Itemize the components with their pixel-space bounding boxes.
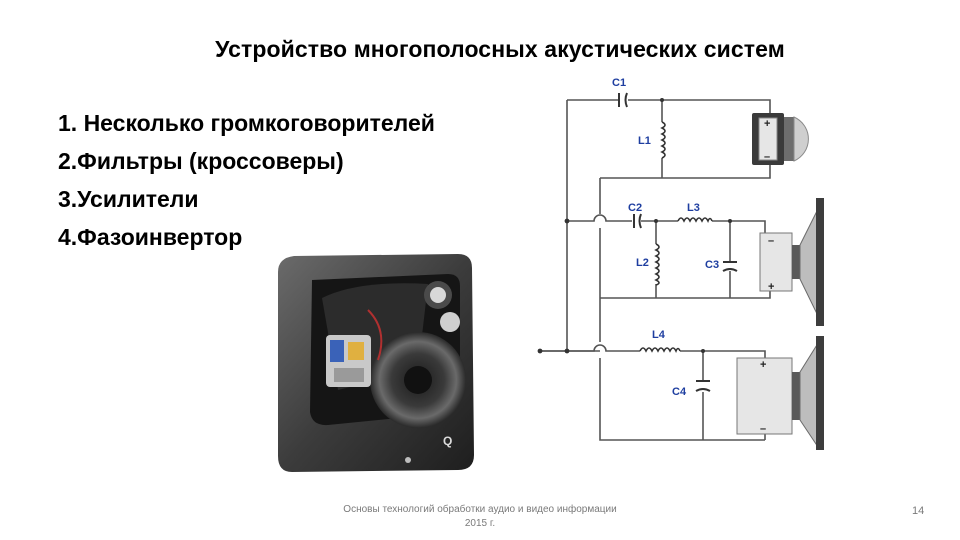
label-c3: C3 (705, 259, 719, 271)
terminal-plus: + (768, 281, 774, 293)
capacitor-symbols (618, 92, 738, 392)
list-item: 2.Фильтры (кроссоверы) (58, 148, 344, 174)
page-number: 14 (912, 505, 925, 517)
terminal-plus: + (764, 118, 770, 130)
slide-title: Устройство многополосных акустических си… (215, 36, 785, 62)
crossover-schematic: C1 L1 C2 L3 L2 C3 L4 C4 + (537, 77, 824, 450)
label-c1: C1 (612, 77, 626, 89)
list-item: 3.Усилители (58, 186, 199, 212)
schematic-wires (540, 99, 771, 441)
terminal-minus: – (760, 423, 766, 435)
label-l4: L4 (652, 329, 666, 341)
slide-footer: Основы технологий обработки аудио и виде… (330, 503, 630, 531)
label-l1: L1 (638, 135, 651, 147)
list-item: 1. Несколько громкоговорителей (58, 110, 435, 136)
speaker-cutaway-image: Q (278, 254, 474, 472)
terminal-plus: + (760, 359, 766, 371)
label-l2: L2 (636, 257, 649, 269)
terminal-minus: – (768, 235, 774, 247)
inductor-symbols (639, 121, 713, 353)
label-l3: L3 (687, 202, 700, 214)
feature-list: 1. Несколько громкоговорителей 2.Фильтры… (58, 104, 435, 256)
midrange-speaker-icon (759, 198, 824, 326)
footer-year: 2015 г. (464, 518, 496, 529)
woofer-speaker-icon (736, 336, 824, 450)
label-c4: C4 (672, 386, 687, 398)
brand-logo: Q (443, 434, 452, 448)
terminal-minus: – (764, 151, 770, 163)
label-c2: C2 (628, 202, 642, 214)
list-item: 4.Фазоинвертор (58, 224, 243, 250)
footer-course-title: Основы технологий обработки аудио и виде… (343, 504, 617, 515)
tweeter-icon (752, 113, 809, 165)
